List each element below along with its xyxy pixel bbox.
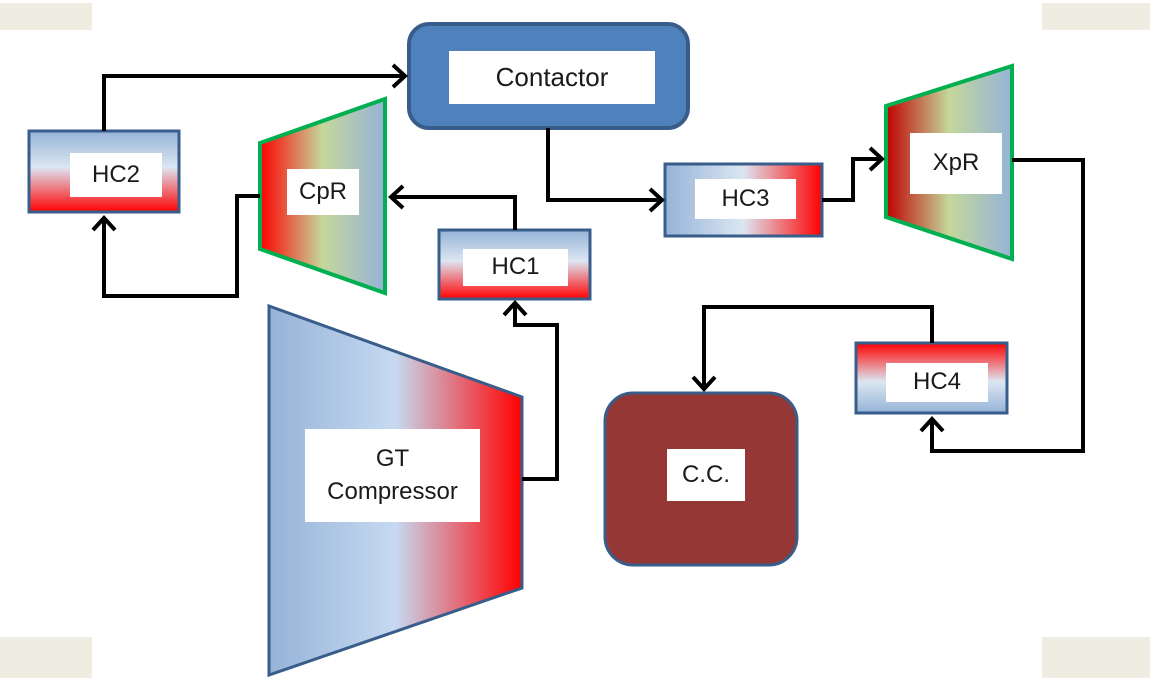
connector-cpr-to-hc2 bbox=[102, 194, 260, 298]
arrowhead-cc bbox=[691, 375, 717, 392]
arrowhead-hc1 bbox=[502, 300, 528, 317]
connector-xpr-to-hc4 bbox=[930, 158, 1085, 453]
connector-hc1-to-cpr bbox=[391, 195, 517, 230]
connector-gt-to-hc1 bbox=[513, 303, 559, 481]
cpr-label: CpR bbox=[287, 169, 359, 215]
corner-tab-bottom-right bbox=[1042, 637, 1150, 678]
connector-hc3-to-xpr bbox=[822, 157, 882, 202]
corner-tab-top-left bbox=[0, 3, 92, 30]
corner-tab-bottom-left bbox=[0, 637, 92, 678]
cc-label: C.C. bbox=[667, 449, 745, 501]
arrowhead-contactor bbox=[391, 63, 408, 89]
arrowhead-hc4 bbox=[919, 416, 945, 433]
hc3-label: HC3 bbox=[695, 179, 796, 219]
connector-contactor-to-hc3 bbox=[546, 128, 662, 202]
arrowhead-hc3 bbox=[648, 187, 665, 213]
corner-tab-top-right bbox=[1042, 3, 1150, 30]
arrowhead-xpr bbox=[868, 146, 885, 172]
connector-hc2-to-contactor bbox=[102, 74, 405, 131]
connector-hc4-to-cc bbox=[702, 305, 934, 389]
arrowhead-cpr bbox=[388, 184, 405, 210]
arrowhead-hc2 bbox=[91, 215, 117, 232]
contactor-label: Contactor bbox=[449, 51, 655, 104]
gt-compressor-label-line2: Compressor bbox=[327, 477, 458, 505]
connectors bbox=[91, 63, 1085, 481]
xpr-label: XpR bbox=[910, 133, 1002, 194]
gt-compressor-label: GT Compressor bbox=[305, 429, 480, 522]
hc1-label: HC1 bbox=[463, 249, 568, 286]
gt-compressor-label-line1: GT bbox=[375, 445, 410, 473]
hc4-label: HC4 bbox=[886, 363, 988, 402]
hc2-label: HC2 bbox=[70, 153, 162, 197]
